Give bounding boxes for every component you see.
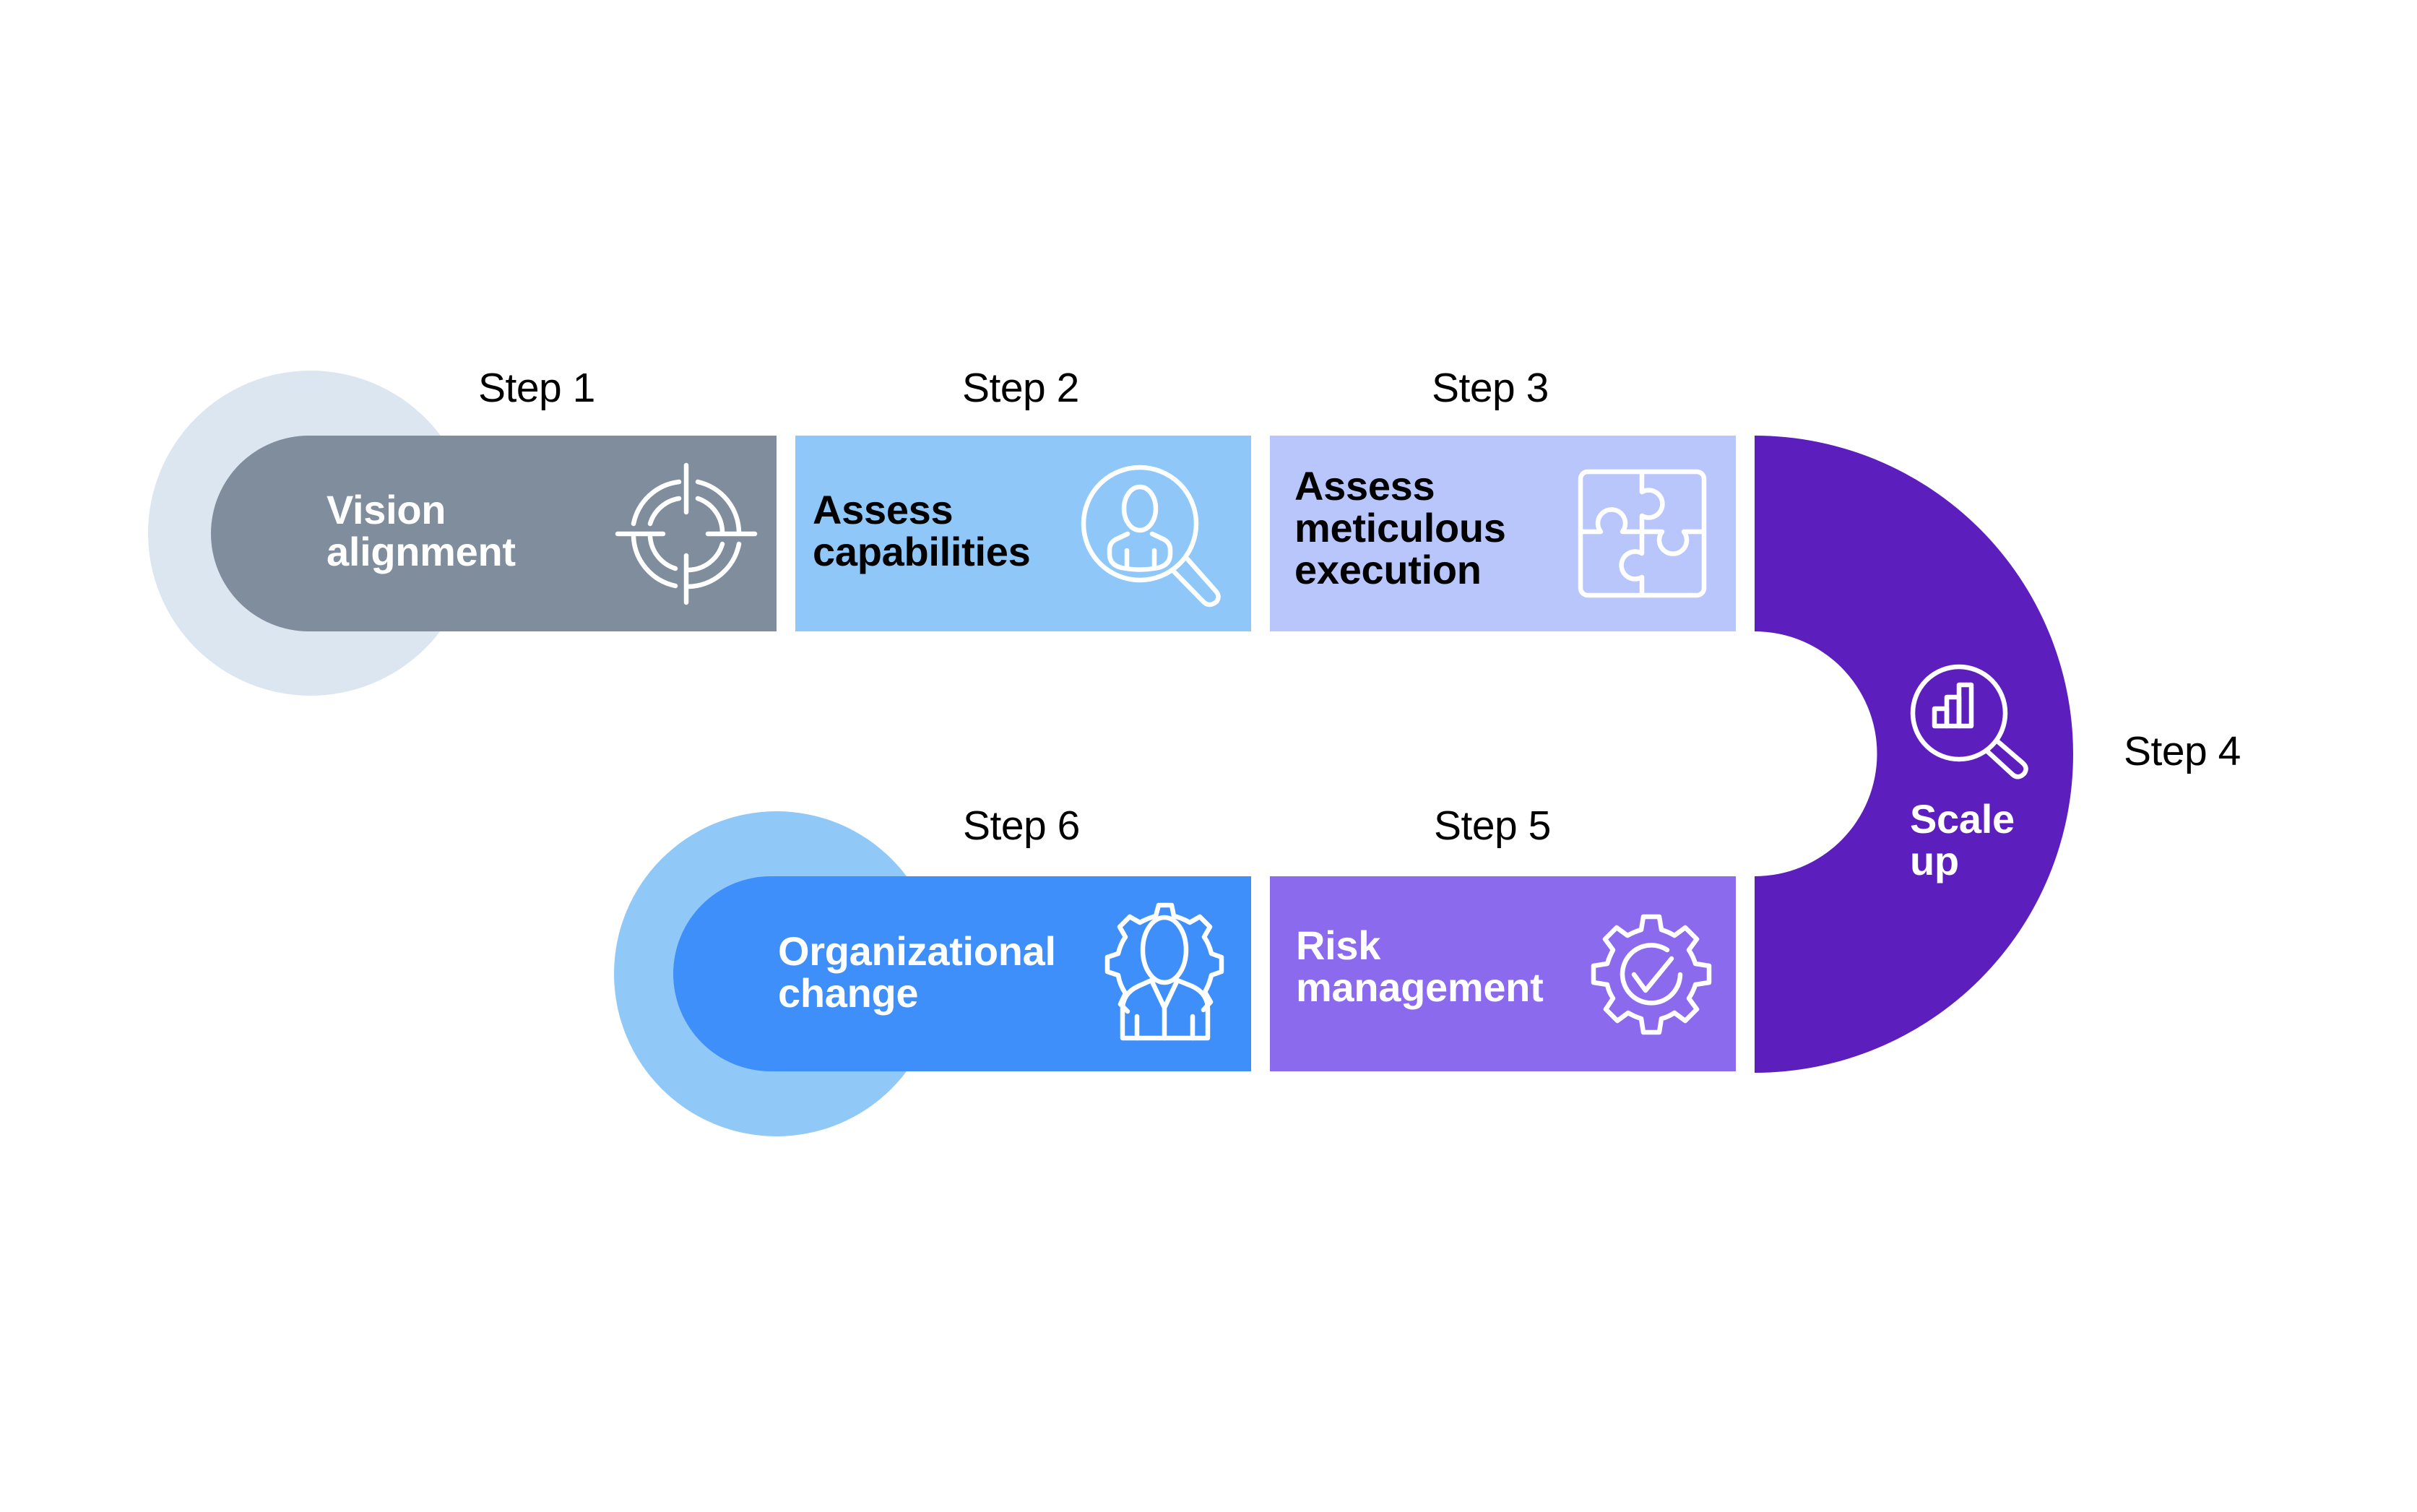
step-2-card (795, 436, 1251, 631)
step-3-label: Step 3 (1432, 365, 1549, 411)
step-6-card (673, 876, 1251, 1071)
search-bar-chart-icon (1910, 664, 2028, 779)
step-2-title-line: Assess (813, 487, 954, 532)
step-1-label: Step 1 (478, 365, 595, 411)
step-1-title: Vision alignment (327, 489, 516, 573)
step-2-title-line: capabilities (813, 529, 1031, 574)
gear-person-icon (1104, 902, 1224, 1041)
step-2-label: Step 2 (962, 365, 1079, 411)
step-1-card (211, 436, 777, 631)
step-6-title: Organizational change (778, 930, 1056, 1014)
step-4-title-line: Scale (1910, 796, 2015, 842)
step-6-label: Step 6 (963, 803, 1080, 849)
step-2-title: Assess capabilities (813, 487, 1031, 574)
target-crosshair-icon (615, 462, 758, 605)
step-4-title-line: up (1910, 838, 1959, 884)
step-5-title-line: Risk (1296, 923, 1381, 968)
step-1-title-line: alignment (327, 529, 516, 574)
step-3-title-line: Assess (1294, 463, 1435, 509)
step-3-title: Assess meticulous execution (1294, 465, 1506, 591)
step-6-title-line: Organizational (778, 928, 1056, 974)
step-4-title: Scale up (1910, 798, 2015, 882)
puzzle-icon (1578, 469, 1707, 598)
step-5-title-line: management (1296, 964, 1544, 1010)
step-4-card (1755, 436, 2073, 1073)
step-6-title-line: change (778, 970, 919, 1016)
step-3-title-line: meticulous (1294, 505, 1506, 550)
step-4-label: Step 4 (2124, 728, 2241, 774)
step-5-title: Risk management (1296, 923, 1544, 1010)
step-1-title-line: Vision (327, 487, 446, 532)
step-3-title-line: execution (1294, 547, 1482, 592)
gear-check-icon (1591, 914, 1712, 1035)
search-person-icon (1081, 465, 1221, 608)
step-5-label: Step 5 (1434, 803, 1551, 849)
